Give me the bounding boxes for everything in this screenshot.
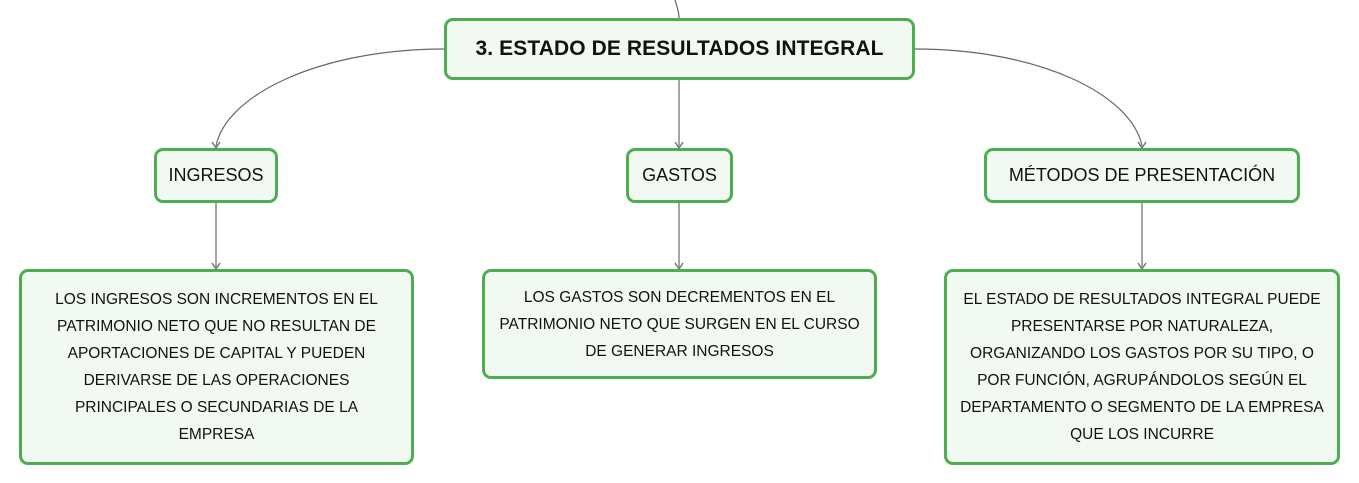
branch-node-label: MÉTODOS DE PRESENTACIÓN — [1008, 165, 1276, 185]
detail-node-text: LOS INGRESOS SON INCREMENTOS EN EL PATRI… — [55, 291, 378, 443]
detail-node-text: EL ESTADO DE RESULTADOS INTEGRAL PUEDE P… — [960, 291, 1324, 443]
root-node-label: 3. ESTADO DE RESULTADOS INTEGRAL — [475, 37, 884, 60]
branch-node-ingresos[interactable]: INGRESOS — [154, 148, 278, 203]
root-node-estado-de-resultados[interactable]: 3. ESTADO DE RESULTADOS INTEGRAL — [444, 18, 915, 80]
detail-node-metodos-de-presentacion[interactable]: EL ESTADO DE RESULTADOS INTEGRAL PUEDE P… — [944, 269, 1340, 465]
branch-node-label: GASTOS — [642, 165, 717, 185]
branch-node-metodos-de-presentacion[interactable]: MÉTODOS DE PRESENTACIÓN — [984, 148, 1300, 203]
branch-node-label: INGRESOS — [168, 165, 264, 185]
detail-node-ingresos[interactable]: LOS INGRESOS SON INCREMENTOS EN EL PATRI… — [19, 269, 414, 465]
detail-node-gastos[interactable]: LOS GASTOS SON DECREMENTOS EN EL PATRIMO… — [482, 269, 877, 379]
connector-root-to-ingresos — [215, 48, 445, 147]
detail-node-text: LOS GASTOS SON DECREMENTOS EN EL PATRIMO… — [499, 288, 860, 360]
branch-node-gastos[interactable]: GASTOS — [626, 148, 733, 203]
connector-root-to-metodos — [914, 48, 1143, 147]
connector-from-parent — [674, 0, 680, 19]
